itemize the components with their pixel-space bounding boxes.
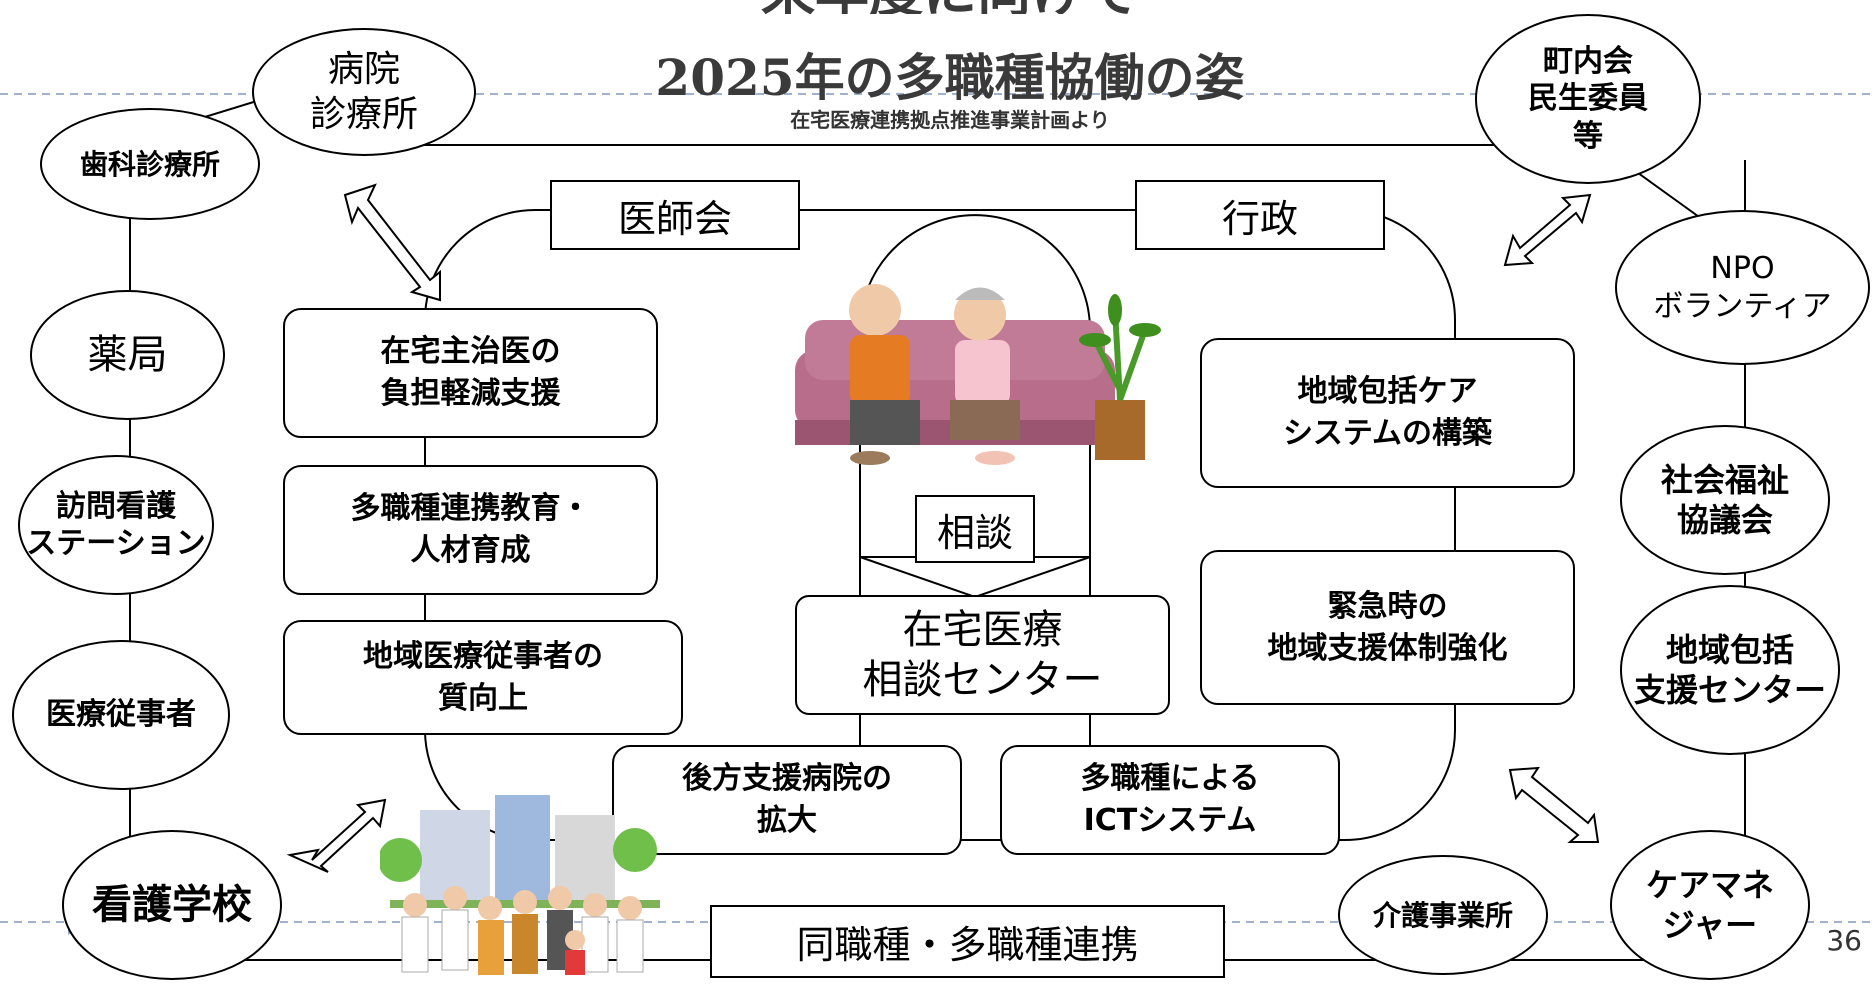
node-nursing-station: 訪問看護 ステーション xyxy=(18,455,214,595)
elderly-couple-illustration xyxy=(795,284,1161,465)
box-emergency: 緊急時の 地域支援体制強化 xyxy=(1200,550,1575,705)
slide-title: 2025年の多職種協働の姿 xyxy=(655,48,1245,107)
node-medical-staff: 医療従事者 xyxy=(12,640,230,790)
label-bottom-link: 同職種・多職種連携 xyxy=(710,905,1225,978)
node-care-manager: ケアマネ ジャー xyxy=(1610,830,1810,980)
box-quality-up: 地域医療従事者の 質向上 xyxy=(283,620,683,735)
box-care-system: 地域包括ケア システムの構築 xyxy=(1200,338,1575,488)
node-hospital: 病院 診療所 xyxy=(252,28,476,156)
label-soudan: 相談 xyxy=(915,495,1035,563)
box-education: 多職種連携教育・ 人材育成 xyxy=(283,465,658,595)
box-burden-support: 在宅主治医の 負担軽減支援 xyxy=(283,308,658,438)
label-gyosei: 行政 xyxy=(1135,180,1385,250)
node-npo: NPO ボランティア xyxy=(1615,210,1870,365)
community-people-illustration xyxy=(380,795,660,975)
node-pharmacy: 薬局 xyxy=(30,290,225,420)
node-dental: 歯科診療所 xyxy=(40,108,260,220)
slide-title-top: 来年度に向けて xyxy=(600,0,1300,14)
node-neighborhood: 町内会 民生委員 等 xyxy=(1475,14,1701,184)
node-support-center: 地域包括 支援センター xyxy=(1620,585,1840,755)
box-ict-system: 多職種による ICTシステム xyxy=(1000,745,1340,855)
node-care-office: 介護事業所 xyxy=(1338,855,1548,975)
box-home-care-center: 在宅医療 相談センター xyxy=(795,595,1170,715)
box-backup-hospital: 後方支援病院の 拡大 xyxy=(612,745,962,855)
label-ishikai: 医師会 xyxy=(550,180,800,250)
page-number: 36 xyxy=(1826,924,1862,957)
slide-subtitle: 在宅医療連携拠点推進事業計画より xyxy=(790,108,1110,132)
node-social-welfare: 社会福祉 協議会 xyxy=(1620,425,1830,575)
node-nursing-school: 看護学校 xyxy=(62,830,282,980)
